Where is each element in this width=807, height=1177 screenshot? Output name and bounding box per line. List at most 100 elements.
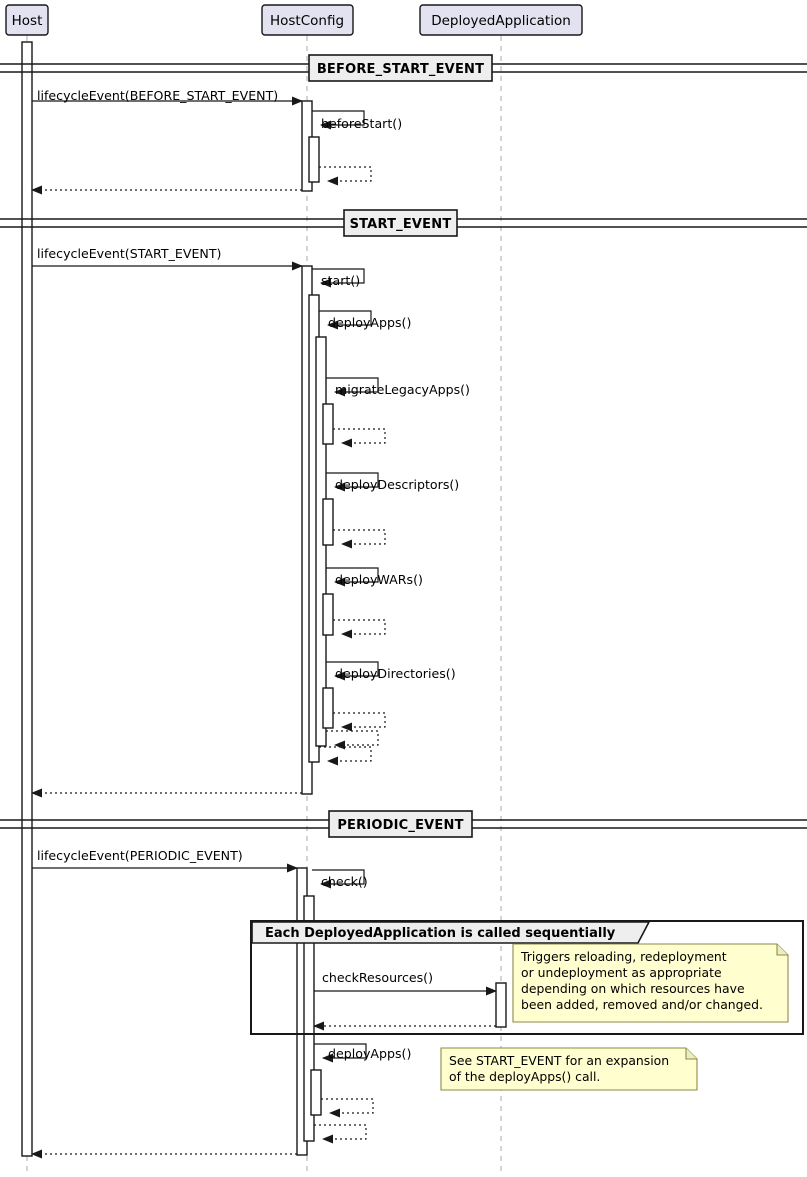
divider-label: START_EVENT [350,217,452,232]
divider-label: PERIODIC_EVENT [337,818,463,833]
message-arrow [333,619,386,639]
message-arrow [326,472,379,492]
group-label: Each DeployedApplication is called seque… [265,926,616,941]
lifelines-layer [26,36,502,1173]
message-arrow [326,730,379,750]
participant-box[interactable] [5,4,49,36]
message-arrow [312,268,365,288]
message-m25 [314,1124,367,1144]
message-arrow [333,529,386,549]
divider-periodic: PERIODIC_EVENT [0,810,807,838]
note-body [440,1047,698,1091]
note-line: or undeployment as appropriate [521,965,722,980]
group-frames-layer: Each DeployedApplication is called seque… [250,920,804,1035]
message-arrow [333,712,386,732]
participant-label: DeployedApplication [431,13,571,29]
message-m20: check() [312,869,368,889]
note-fold-corner [776,944,788,956]
message-m19: lifecycleEvent(PERIODIC_EVENT) [32,848,298,873]
message-label: checkResources() [322,970,433,985]
participant-config[interactable]: HostConfig [261,4,354,36]
participant-label: HostConfig [270,13,344,29]
divider-start: START_EVENT [0,209,807,237]
message-label: lifecycleEvent(BEFORE_START_EVENT) [37,88,278,103]
group-frame: Each DeployedApplication is called seque… [250,920,804,1035]
message-m3 [319,166,372,186]
message-m24 [321,1098,374,1118]
participants-layer: Host HostConfig DeployedApplication [5,4,583,36]
message-label: deployDescriptors() [335,477,459,492]
message-m6: start() [312,268,365,288]
message-arrow [319,310,372,330]
message-arrow [321,1098,374,1118]
divider-box [343,209,458,237]
message-m1: lifecycleEvent(BEFORE_START_EVENT) [32,88,303,106]
message-label: deployDirectories() [335,666,456,681]
participant-box[interactable] [261,4,354,36]
message-arrow [312,110,365,130]
message-m17 [319,746,372,766]
participant-host[interactable]: Host [5,4,49,36]
activation-bar [322,403,334,445]
participant-box[interactable] [419,4,583,36]
message-arrow [326,377,379,397]
participant-deploy[interactable]: DeployedApplication [419,4,583,36]
message-m21: checkResources() [314,970,497,996]
message-m10: deployDescriptors() [326,472,459,492]
message-label: check() [321,874,368,889]
divider-before-start: BEFORE_START_EVENT [0,54,807,82]
activation-bar [308,136,320,183]
message-m5: lifecycleEvent(START_EVENT) [32,246,303,271]
message-arrow [312,869,365,889]
message-arrow [326,661,379,681]
divider-box [308,54,493,82]
message-m14: deployDirectories() [326,661,456,681]
message-m9 [333,428,386,448]
dividers-layer: BEFORE_START_EVENT START_EVENT PERIODIC_EV… [0,54,807,838]
message-m2: beforeStart() [312,110,402,131]
note-line: been added, removed and/or changed. [521,997,763,1012]
activation-bar [322,498,334,546]
activation-bar [322,687,334,729]
message-m23: deployApps() [314,1043,411,1063]
message-m12: deployWARs() [326,567,423,587]
message-arrow [314,1124,367,1144]
activation-bar [310,1069,322,1116]
message-arrow [333,428,386,448]
activation-bar [495,982,507,1028]
message-m16 [326,730,379,750]
activation-bars-layer [21,41,507,1157]
group-header-tab [251,921,651,944]
message-label: deployWARs() [335,572,423,587]
divider-label: BEFORE_START_EVENT [317,62,484,77]
message-m15 [333,712,386,732]
note-line: depending on which resources have [521,981,745,996]
message-arrow [314,1043,367,1063]
messages-layer: lifecycleEvent(BEFORE_START_EVENT)before… [31,88,497,1159]
activation-bar [21,41,33,1157]
message-arrow [319,746,372,766]
message-label: lifecycleEvent(PERIODIC_EVENT) [37,848,243,863]
message-label: deployApps() [328,1046,411,1061]
message-label: lifecycleEvent(START_EVENT) [37,246,221,261]
message-arrow [326,567,379,587]
activation-bar [303,895,315,1142]
note-fold-corner [685,1048,697,1060]
activation-bar [322,593,334,636]
note-line: See START_EVENT for an expansion [449,1053,669,1068]
message-label: start() [321,273,360,288]
divider-box [328,810,473,838]
message-label: migrateLegacyApps() [335,382,470,397]
group-border [250,920,804,1035]
message-m13 [333,619,386,639]
note-line: Triggers reloading, redeployment [520,949,727,964]
message-m7: deployApps() [319,310,411,330]
message-m11 [333,529,386,549]
note-line: of the deployApps() call. [449,1069,600,1084]
message-label: beforeStart() [321,116,402,131]
participant-label: Host [12,13,43,29]
